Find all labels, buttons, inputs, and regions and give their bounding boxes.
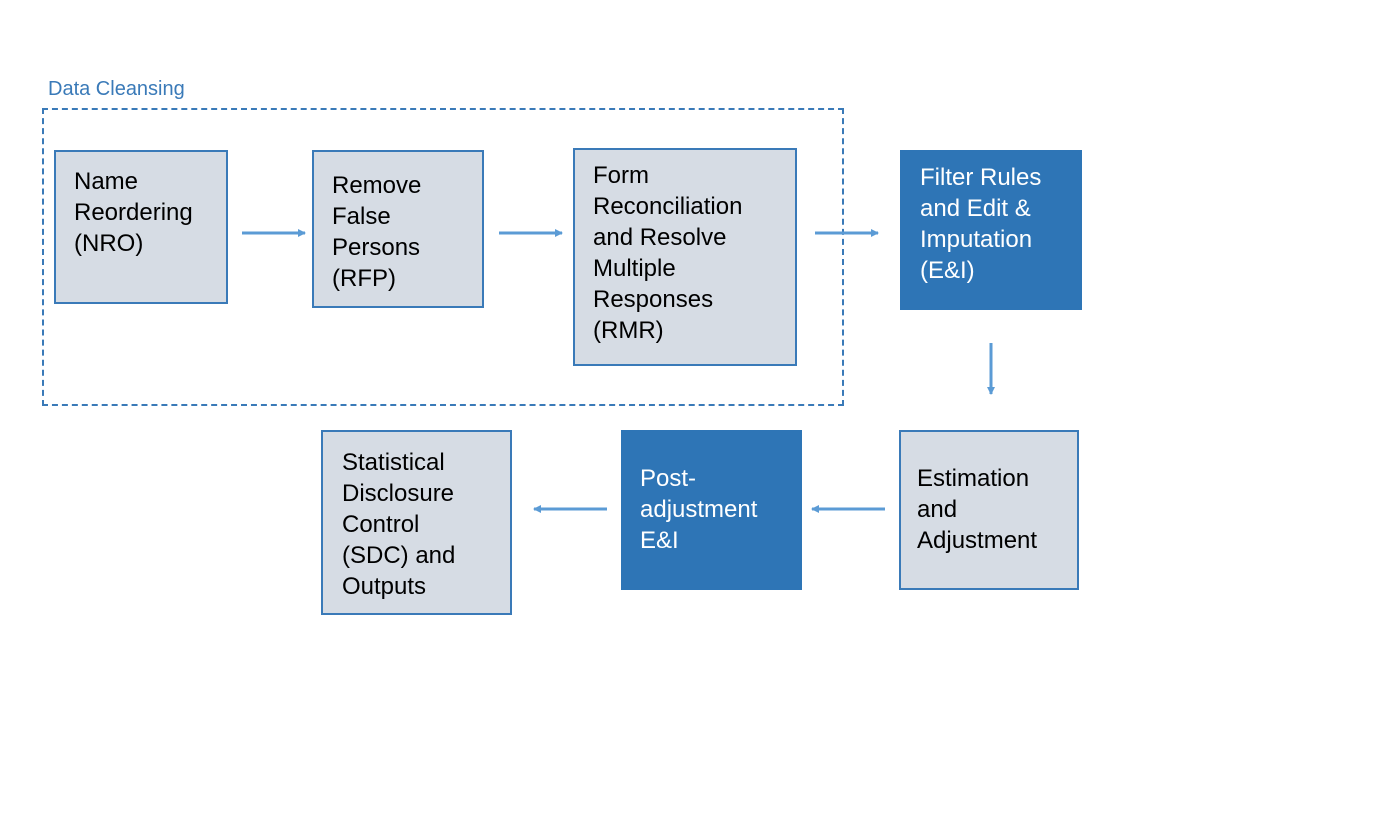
form-reconciliation-node: Form Reconciliation and Resolve Multiple… <box>573 148 797 366</box>
post-adjustment-ei-node: Post- adjustment E&I <box>621 430 802 590</box>
data-cleansing-label: Data Cleansing <box>48 78 185 100</box>
data-cleansing-group <box>42 108 844 406</box>
filter-rules-ei-node: Filter Rules and Edit & Imputation (E&I) <box>900 150 1082 310</box>
statistical-disclosure-control-node: Statistical Disclosure Control (SDC) and… <box>321 430 512 615</box>
estimation-adjustment-node: Estimation and Adjustment <box>899 430 1079 590</box>
remove-false-persons-node: Remove False Persons (RFP) <box>312 150 484 308</box>
name-reordering-node: Name Reordering (NRO) <box>54 150 228 304</box>
